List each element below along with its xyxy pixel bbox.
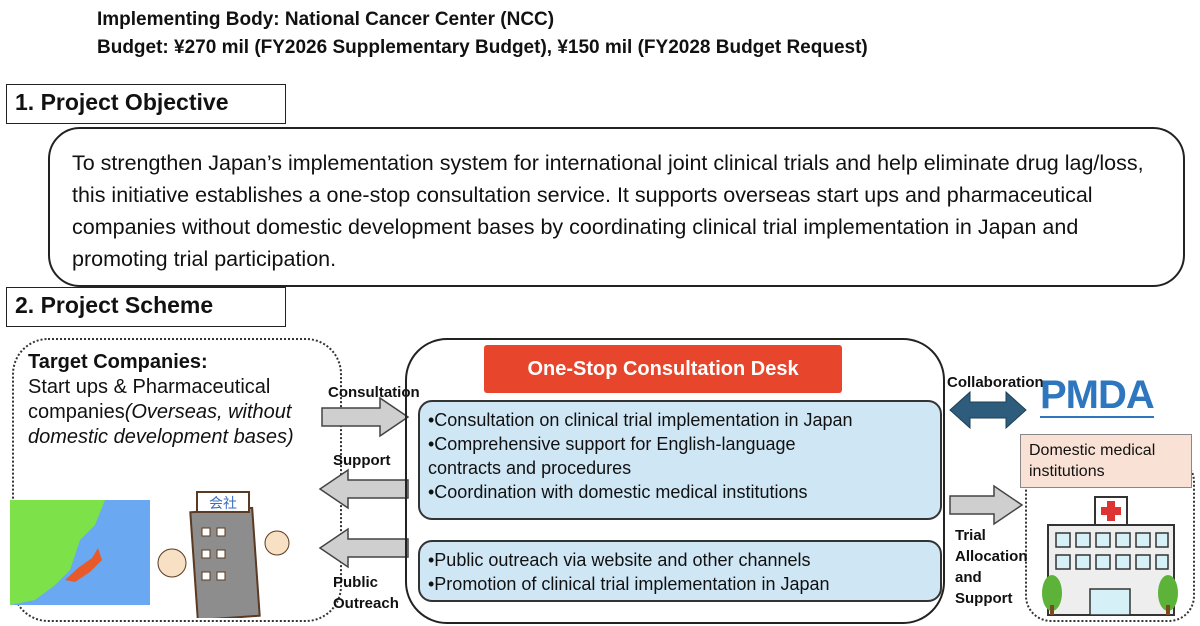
implementing-body: Implementing Body: National Cancer Cente… — [97, 9, 555, 30]
target-italic: (Overseas, without domestic development … — [28, 401, 294, 448]
objective-text: To strengthen Japan’s implementation sys… — [48, 127, 1185, 287]
consultation-desk-box — [405, 338, 945, 624]
public-outreach-label: Public Outreach — [333, 574, 399, 612]
pmda-logo: PMDA — [1040, 373, 1155, 418]
collaboration-arrow-icon — [949, 390, 1027, 430]
target-line: Start ups & Pharmaceutical companies — [28, 376, 271, 423]
target-companies-text: Target Companies: Start ups & Pharmaceut… — [28, 350, 348, 450]
building-sign: 会社 — [209, 495, 237, 511]
hospital-icon — [1042, 496, 1178, 616]
budget: Budget: ¥270 mil (FY2026 Supplementary B… — [97, 37, 868, 58]
service-item: •Comprehensive support for English-langu… — [428, 434, 796, 478]
trial-arrow-icon — [949, 484, 1024, 526]
outreach-item: •Promotion of clinical trial implementat… — [428, 574, 830, 594]
desk-services-box: •Consultation on clinical trial implemen… — [418, 400, 942, 520]
consultation-label: Consultation — [328, 384, 420, 401]
trial-allocation-label: Trial Allocation and Support — [955, 527, 1028, 607]
support-label: Support — [333, 452, 391, 469]
target-title: Target Companies: — [28, 351, 208, 373]
outreach-item: •Public outreach via website and other c… — [428, 550, 811, 570]
objective-heading: 1. Project Objective — [6, 84, 286, 124]
collaboration-label: Collaboration — [947, 374, 1044, 391]
japan-map-icon — [10, 500, 150, 605]
service-item: •Coordination with domestic medical inst… — [428, 482, 808, 502]
consultation-arrow-icon — [321, 396, 410, 438]
service-item: •Consultation on clinical trial implemen… — [428, 410, 853, 430]
desk-outreach-box: •Public outreach via website and other c… — [418, 540, 942, 602]
company-building-icon: 会社 — [157, 491, 290, 618]
support-arrow-icon — [318, 468, 409, 510]
scheme-heading: 2. Project Scheme — [6, 287, 286, 327]
outreach-arrow-icon — [318, 527, 409, 569]
domestic-institutions-label: Domestic medical institutions — [1020, 434, 1192, 488]
desk-title: One-Stop Consultation Desk — [484, 345, 842, 393]
